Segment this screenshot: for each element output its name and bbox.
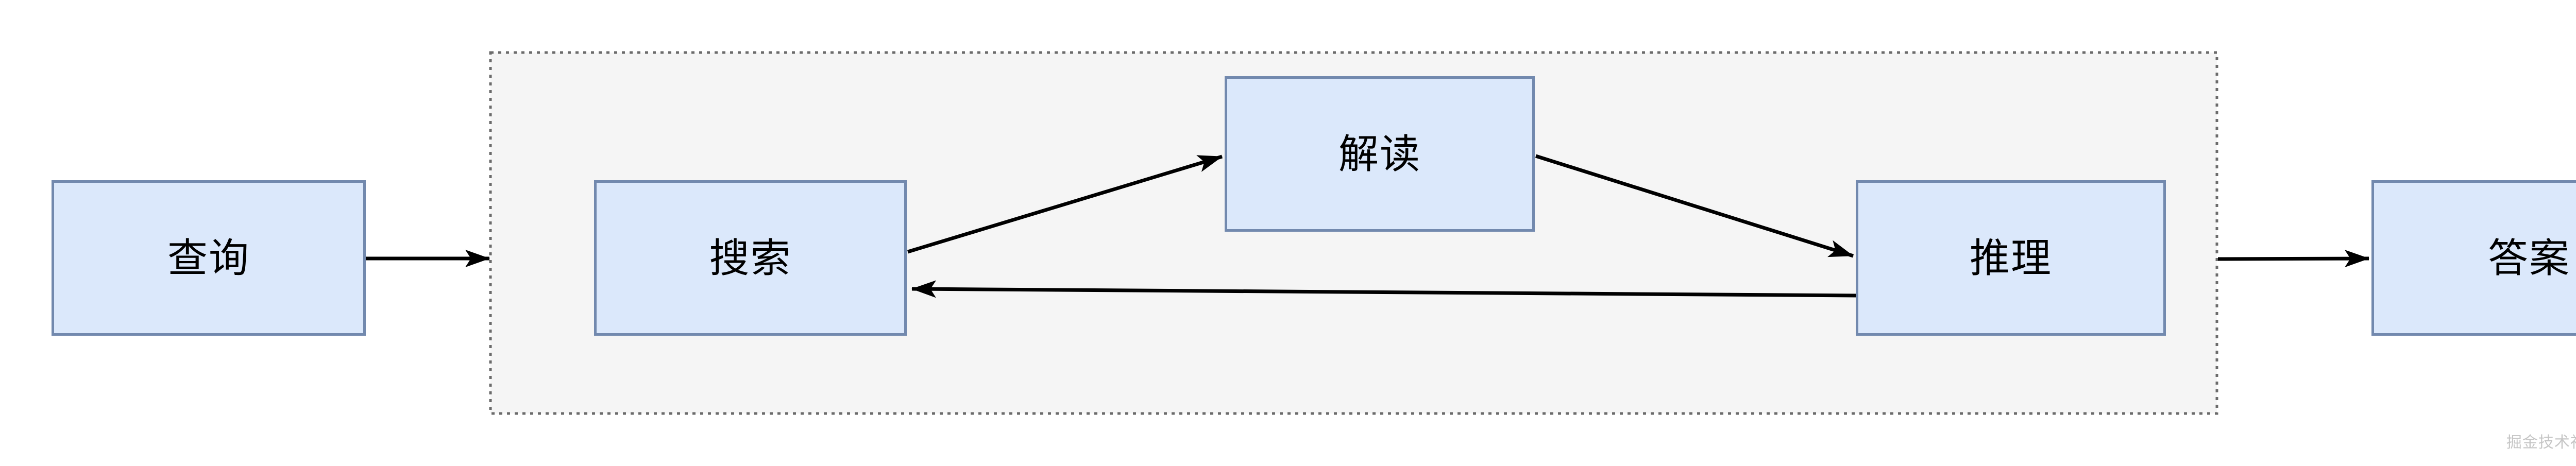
flow-node-reason: 推理	[1856, 180, 2166, 336]
flow-node-search-label: 搜索	[709, 235, 792, 281]
edge-interpret-to-reason	[1535, 154, 1854, 258]
flow-node-search: 搜索	[594, 180, 907, 336]
flow-node-query-label: 查询	[167, 235, 250, 281]
flow-node-answer-label: 答案	[2487, 235, 2570, 281]
edge-container-to-answer	[2217, 250, 2369, 268]
flow-node-query: 查询	[52, 180, 366, 336]
flow-node-interpret-label: 解读	[1338, 131, 1421, 177]
edge-search-to-interpret	[907, 154, 1223, 254]
flow-node-reason-label: 推理	[1969, 235, 2052, 281]
flow-node-interpret: 解读	[1225, 76, 1535, 232]
edge-reason-to-search	[911, 280, 1857, 298]
watermark-text: 掘金技术社区 @ 京东云开发者	[2506, 434, 2576, 451]
flow-node-answer: 答案	[2371, 180, 2576, 336]
